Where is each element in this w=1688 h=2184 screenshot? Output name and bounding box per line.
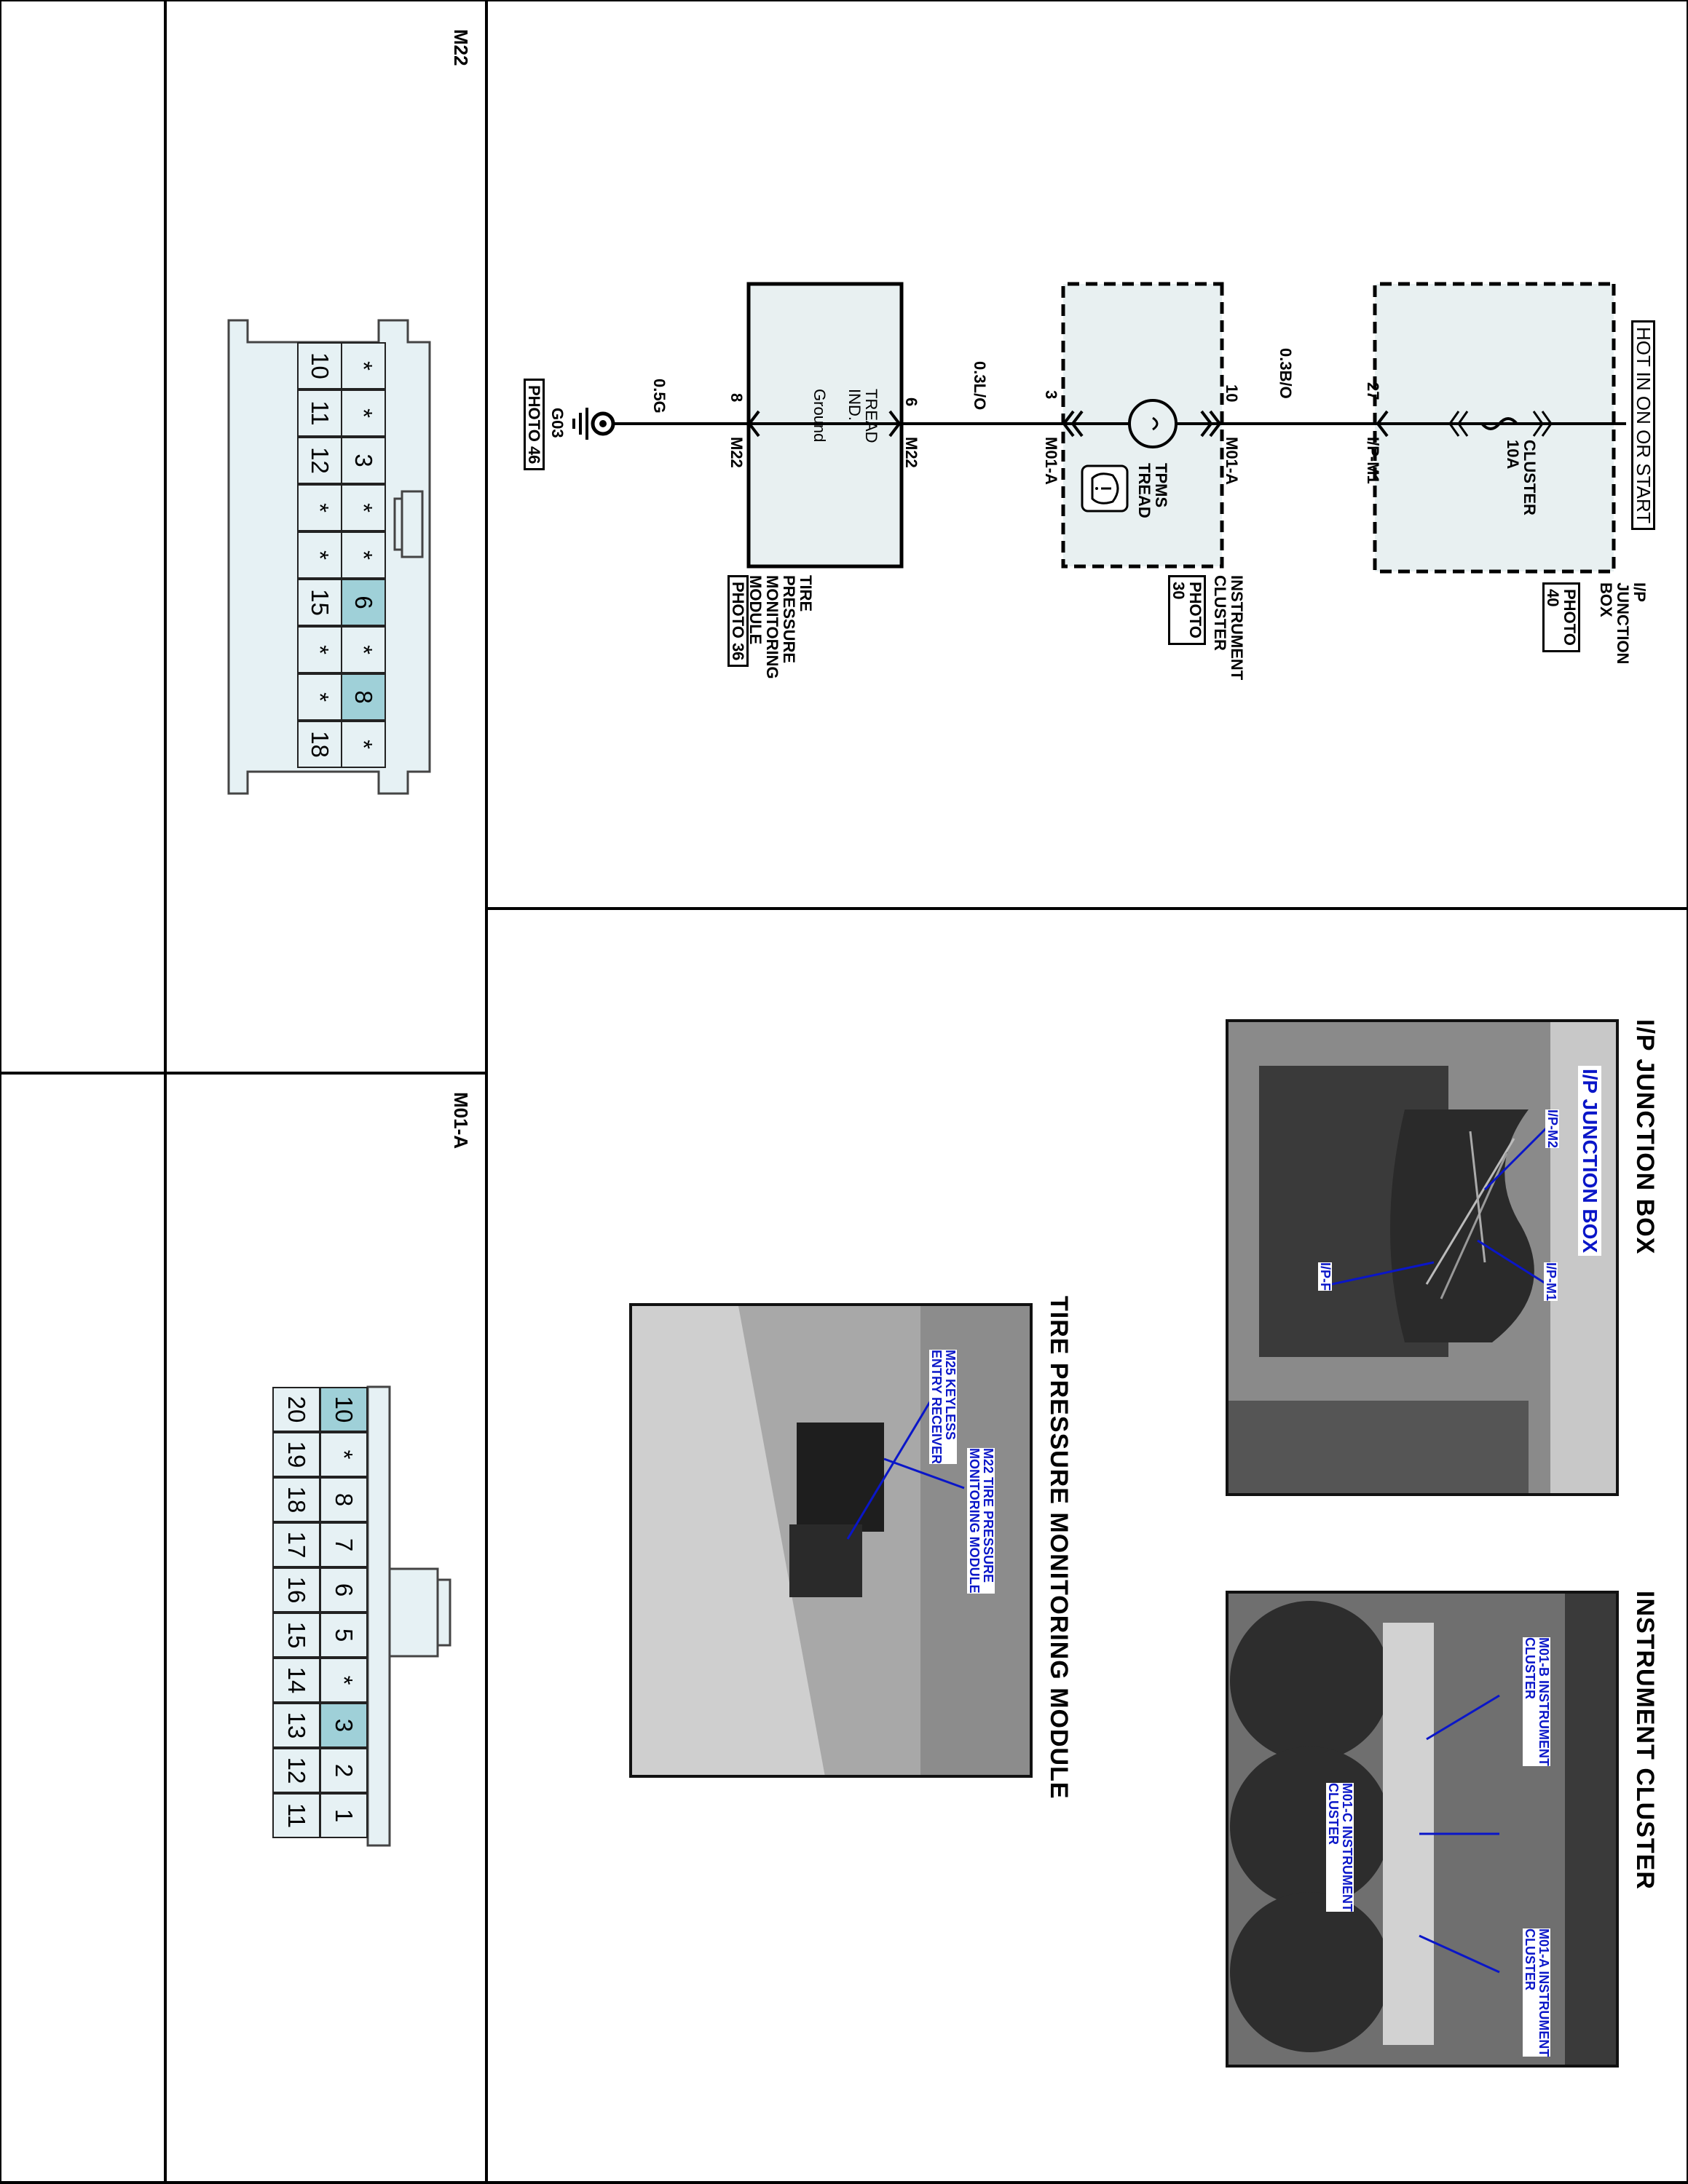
m01a-pin-cell: 6: [320, 1567, 368, 1613]
photo-title-ip-junction: I/P JUNCTION BOX: [1631, 1019, 1659, 1255]
callout-ip-m1: I/P-M1: [1544, 1262, 1558, 1302]
m01a-pin-cell: 8: [320, 1477, 368, 1522]
m22-pin-cell: *: [341, 484, 386, 531]
m22-pin-cell: *: [341, 721, 386, 768]
m22-pin-cell: *: [297, 626, 342, 673]
callout-m25-keyless: M25 KEYLESS ENTRY RECEIVER: [929, 1350, 958, 1465]
m22-pin-cell: *: [297, 673, 342, 721]
photo-instrument-cluster: M01-B INSTRUMENT CLUSTER M01-C INSTRUMEN…: [1226, 1591, 1619, 2068]
m01a-pin-cell: 11: [272, 1793, 320, 1838]
m22-pin-cell: 18: [297, 721, 342, 768]
m01a-pin-cell: 12: [272, 1748, 320, 1793]
photo-tpms-module: M22 TIRE PRESSURE MONITORING MODULE M25 …: [629, 1303, 1033, 1778]
callout-ip-m2: I/P-M2: [1545, 1109, 1560, 1149]
m01a-pin-cell: 16: [272, 1567, 320, 1613]
m01a-pin-cell: *: [320, 1658, 368, 1703]
photo-ip-junction: I/P JUNCTION BOX I/P-M2 I/P-M1 I/P-F: [1226, 1019, 1619, 1496]
m01a-pin-cell: 1: [320, 1793, 368, 1838]
m01a-pin-cell: 20: [272, 1387, 320, 1432]
m22-pin-cell: *: [297, 531, 342, 579]
callout-ip-f: I/P-F: [1318, 1262, 1333, 1291]
callout-m01-c: M01-C INSTRUMENT CLUSTER: [1326, 1783, 1354, 1912]
photo-tpms-module-image: [629, 1306, 1030, 1778]
m01a-pin-cell: 17: [272, 1522, 320, 1567]
m01a-pin-cell: *: [320, 1432, 368, 1477]
m22-pin-cell: 10: [297, 342, 342, 389]
m22-pin-cell: 3: [341, 437, 386, 484]
m22-pin-cell: 8: [341, 673, 386, 721]
m01a-pin-cell: 2: [320, 1748, 368, 1793]
m01a-pin-cell: 18: [272, 1477, 320, 1522]
m01a-pin-cell: 5: [320, 1613, 368, 1658]
m22-pin-cell: *: [341, 626, 386, 673]
m01a-pin-cell: 13: [272, 1703, 320, 1748]
callout-m01-b: M01-B INSTRUMENT CLUSTER: [1523, 1637, 1551, 1767]
m22-pin-cell: 15: [297, 579, 342, 626]
m01a-pin-cell: 14: [272, 1658, 320, 1703]
photo-title-tpms-module: TIRE PRESSURE MONITORING MODULE: [1045, 1296, 1073, 1800]
m22-pin-cell: *: [297, 484, 342, 531]
photo-title-instrument-cluster: INSTRUMENT CLUSTER: [1631, 1591, 1659, 1890]
callout-m01-a: M01-A INSTRUMENT CLUSTER: [1523, 1928, 1551, 2057]
ip-junction-overlay-label: I/P JUNCTION BOX: [1578, 1066, 1601, 1257]
m01a-pin-cell: 7: [320, 1522, 368, 1567]
photo-ip-junction-image: [1226, 1022, 1616, 1496]
m01a-pin-cell: 3: [320, 1703, 368, 1748]
m22-pin-cell: 12: [297, 437, 342, 484]
m22-pin-cell: *: [341, 342, 386, 389]
m22-pin-cell: *: [341, 389, 386, 437]
m01a-pin-cell: 15: [272, 1613, 320, 1658]
m01a-pin-cell: 19: [272, 1432, 320, 1477]
m22-pin-cell: 11: [297, 389, 342, 437]
m22-pin-cell: *: [341, 531, 386, 579]
m22-pin-cell: 6: [341, 579, 386, 626]
callout-m22-tpms: M22 TIRE PRESSURE MONITORING MODULE: [967, 1448, 995, 1594]
photo-instrument-cluster-image: [1226, 1594, 1616, 2068]
m01a-pin-cell: 10: [320, 1387, 368, 1432]
